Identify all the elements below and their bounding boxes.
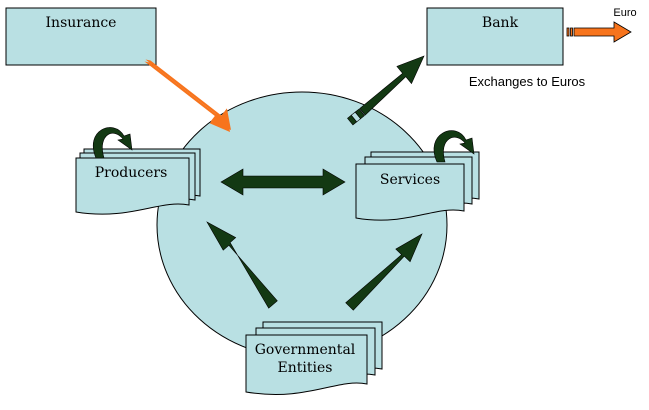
producers-node: Producers <box>75 148 201 215</box>
producers-services-exchange-arrow <box>220 168 346 196</box>
bank-node: Bank <box>426 7 564 66</box>
governmental-label-line1: Governmental <box>255 342 356 358</box>
governmental-entities-node: Governmental Entities <box>245 321 383 395</box>
services-cycle-arrow <box>433 130 475 163</box>
insurance-label: Insurance <box>46 15 117 31</box>
services-label: Services <box>380 172 440 188</box>
euro-label: Euro <box>613 7 636 19</box>
euro-arrow <box>566 21 632 43</box>
government-to-services-arrow <box>345 233 423 311</box>
producers-cycle-arrow <box>93 127 133 159</box>
services-node: Services <box>355 151 480 221</box>
exchange-note: Exchanges to Euros <box>469 74 586 89</box>
government-to-producers-arrow <box>206 221 278 309</box>
bank-label: Bank <box>482 15 519 31</box>
producers-label: Producers <box>95 165 168 181</box>
insurance-node: Insurance <box>5 7 157 66</box>
economy-circle <box>156 91 448 359</box>
economy-to-bank-arrow <box>347 55 425 126</box>
governmental-label-line2: Entities <box>278 360 333 376</box>
